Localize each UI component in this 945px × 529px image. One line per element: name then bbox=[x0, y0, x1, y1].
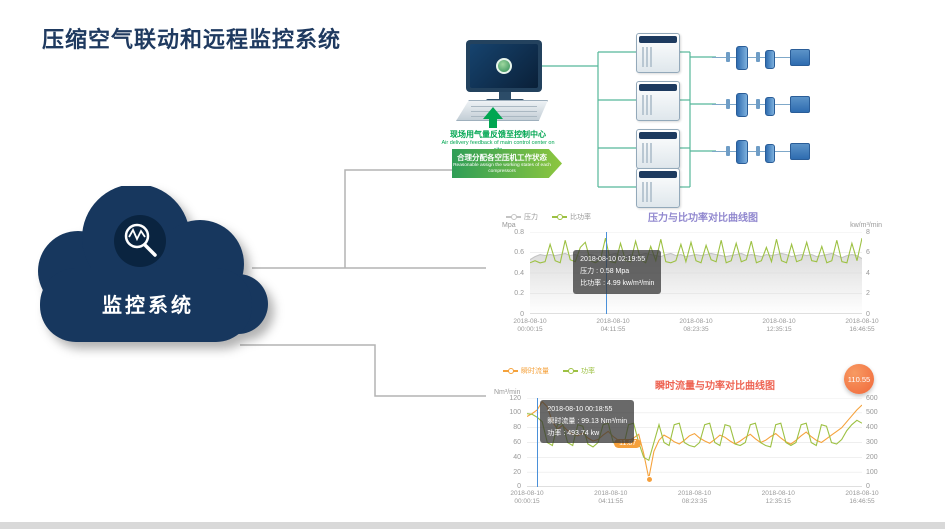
legend-item-flow[interactable]: 瞬时流量 bbox=[503, 366, 549, 376]
compressor-unit-2 bbox=[636, 81, 680, 121]
chart-title: 压力与比功率对比曲线图 bbox=[648, 213, 758, 224]
up-arrow-icon bbox=[483, 107, 503, 128]
min-point-dot bbox=[645, 476, 653, 484]
air-treatment-row-3 bbox=[712, 137, 810, 167]
marker-line bbox=[537, 398, 539, 487]
cloud-label: 监控系统 bbox=[102, 295, 194, 317]
page-title: 压缩空气联动和远程监控系统 bbox=[42, 27, 342, 52]
legend-marker bbox=[552, 213, 567, 220]
legend-item-pressure[interactable]: 压力 bbox=[506, 212, 538, 222]
monitoring-cloud bbox=[38, 186, 268, 342]
screen-logo bbox=[496, 58, 512, 74]
tooltip: 2018-08-10 02:19:55 压力 : 0.58 Mpa 比功率 : … bbox=[573, 250, 662, 294]
legend-marker bbox=[506, 213, 521, 220]
legend-marker bbox=[563, 367, 578, 374]
legend-item-power[interactable]: 功率 bbox=[563, 366, 595, 376]
compressor-unit-1 bbox=[636, 33, 680, 73]
air-treatment-row-1 bbox=[712, 43, 810, 73]
series-line-比功率 bbox=[530, 237, 862, 264]
compressor-unit-4 bbox=[636, 168, 680, 208]
magnifier-icon bbox=[114, 215, 166, 267]
plot-area[interactable]: 2018-08-10 02:19:55 压力 : 0.58 Mpa 比功率 : … bbox=[530, 232, 862, 314]
assign-callout: 合理分配各空压机工作状态 Reasonable assign the worki… bbox=[452, 149, 562, 178]
control-center-monitor bbox=[466, 40, 542, 92]
legend-marker bbox=[503, 367, 518, 374]
air-treatment-row-2 bbox=[712, 90, 810, 120]
max-value-badge: 110.55 bbox=[844, 364, 874, 394]
tooltip: 2018-08-10 00:18:55 瞬时流量 : 99.13 Nm³/min… bbox=[540, 399, 635, 444]
network-lines bbox=[542, 51, 716, 188]
monitor-screen bbox=[470, 44, 538, 88]
left-axis-unit: Mpa bbox=[502, 222, 516, 229]
bottom-bar bbox=[0, 522, 945, 529]
chart-legend: 瞬时流量 功率 bbox=[503, 366, 595, 376]
right-axis-unit: kw/m³/min bbox=[850, 222, 882, 229]
chart-title: 瞬时流量与功率对比曲线图 bbox=[655, 381, 775, 392]
min-point-label: 11.87 bbox=[614, 438, 642, 448]
left-axis-unit: Nm³/min bbox=[494, 389, 521, 396]
plot-area[interactable]: 2018-08-10 00:18:55 瞬时流量 : 99.13 Nm³/min… bbox=[527, 398, 862, 487]
monitor-stand bbox=[499, 92, 511, 99]
legend-item-specific-power[interactable]: 比功率 bbox=[552, 212, 591, 222]
chart-legend: 压力 比功率 bbox=[506, 212, 591, 222]
compressor-unit-3 bbox=[636, 129, 680, 169]
